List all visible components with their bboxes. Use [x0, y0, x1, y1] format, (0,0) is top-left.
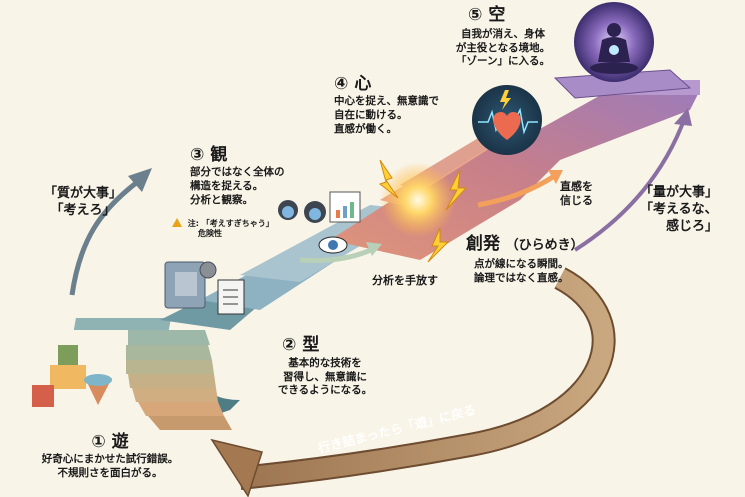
stage-3-title: 観 — [210, 145, 228, 165]
heart-orb — [472, 85, 542, 155]
insight-label: 創発 （ひらめき） — [466, 234, 584, 255]
right-side-note: 「量が大事」 「考えるな、 感じろ」 — [640, 185, 718, 236]
stage-5-desc-line-2: が主役となる境地。 — [455, 41, 551, 54]
stage-2-desc-line-2: 習得し、無意識に — [283, 370, 367, 383]
warning-text: 「考えすぎちゃう」 — [201, 219, 274, 228]
insight-subtitle: （ひらめき） — [505, 238, 584, 253]
right-note-line-2: 「考えるな、 — [640, 201, 718, 217]
stage-2-title: 型 — [302, 335, 320, 355]
trust-intuition-line-2: 信じる — [560, 194, 593, 208]
left-side-note: 「質が大事」 「考えろ」 — [38, 186, 128, 220]
stage-1-desc-line-2: 不規則さを面白がる。 — [57, 466, 163, 479]
stage-2-label: ② 型 — [278, 335, 319, 356]
left-note-line-2: 「考えろ」 — [50, 202, 116, 218]
stage-5-number: ⑤ — [468, 5, 483, 25]
stage-4-desc-line-2: 自在に動ける。 — [334, 108, 408, 121]
stage-1-number: ① — [91, 432, 106, 452]
return-loop-arrow — [210, 267, 616, 497]
stage-1-label: ① 遊 好奇心にまかせた試行錯誤。 不規則さを面白がる。 — [10, 432, 210, 481]
stage-2-desc-line-3: できるようになる。 — [277, 384, 373, 397]
let-go-analysis-label: 分析を手放す — [372, 274, 438, 287]
insight-desc-line-2: 論理ではなく直感。 — [474, 271, 569, 284]
stage-3-desc-line-3: 分析と観察。 — [190, 193, 253, 206]
stage-5-desc-line-1: 自我が消え、身体 — [461, 28, 545, 40]
stage-1-title: 遊 — [111, 432, 129, 452]
warning-suffix: 危険性 — [198, 229, 222, 238]
stage-4-desc-line-3: 直感が働く。 — [334, 122, 397, 135]
warning-icon — [172, 218, 182, 227]
right-ascent-arrow — [573, 108, 692, 252]
stage-3-desc-line-1: 部分ではなく全体の — [190, 166, 285, 179]
stage3-props — [164, 191, 361, 315]
left-note-line-1: 「質が大事」 — [43, 186, 122, 201]
trust-intuition-label: 直感を 信じる — [560, 180, 593, 209]
insight-desc-line-1: 点が線になる瞬間。 — [474, 258, 569, 270]
stage-5-desc-line-3: 「ゾーン」に入る。 — [456, 55, 550, 68]
right-note-line-3: 感じろ」 — [666, 218, 719, 234]
warning-prefix: 注: — [187, 219, 199, 228]
stage-4-label: ④ 心 中心を捉え、無意識で 自在に動ける。 直感が働く。 — [334, 74, 439, 136]
stage-3-number: ③ — [190, 145, 205, 165]
meditation-cosmos — [553, 2, 692, 99]
stage-5-title: 空 — [488, 5, 506, 25]
stage1-toys — [32, 345, 112, 407]
stage-4-number: ④ — [334, 74, 349, 94]
trust-intuition-line-1: 直感を — [560, 180, 593, 193]
stage-3-label: ③ 観 部分ではなく全体の 構造を捉える。 分析と観察。 — [190, 145, 285, 207]
insight-spark — [378, 159, 468, 263]
trust-arrow — [477, 172, 558, 208]
stage-5-label: ⑤ 空 — [458, 5, 505, 26]
stage-2-number: ② — [282, 335, 297, 355]
stage-3-warning-note: 注: 「考えすぎちゃう」 危険性 — [172, 218, 274, 239]
insight-title: 創発 — [466, 234, 500, 254]
stage-4-desc-line-1: 中心を捉え、無意識で — [334, 95, 439, 108]
stage-1-desc-line-1: 好奇心にまかせた試行錯誤。 — [41, 453, 179, 466]
stage-3-desc-line-2: 構造を捉える。 — [190, 179, 264, 192]
insight-desc: 点が線になる瞬間。 論理ではなく直感。 — [474, 258, 569, 285]
stage-4-title: 心 — [354, 74, 372, 94]
stage-2-desc-line-1: 基本的な技術を — [288, 357, 362, 369]
stage-2-desc: 基本的な技術を 習得し、無意識に できるようになる。 — [250, 357, 400, 398]
right-note-line-1: 「量が大事」 — [640, 185, 719, 200]
let-go-arrow — [299, 245, 377, 263]
stage-5-desc: 自我が消え、身体 が主役となる境地。 「ゾーン」に入る。 — [448, 28, 558, 69]
left-ascent-arrow — [69, 168, 152, 296]
